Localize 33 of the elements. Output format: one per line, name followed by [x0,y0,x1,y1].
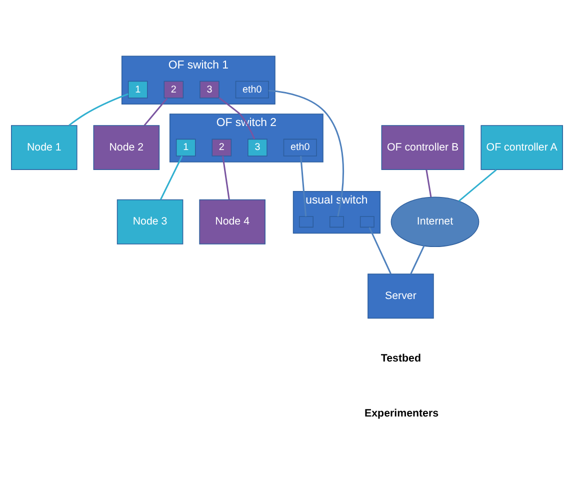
node-box: 2 [164,80,184,98]
node-box: OF controller B [381,125,464,170]
label: Testbed [380,352,421,364]
node-box: 1 [128,80,148,98]
node-box: Node 3 [116,199,184,244]
node-box: eth0 [235,80,269,98]
connector [410,246,425,274]
connector [300,156,307,216]
node-box: Node 4 [199,199,266,244]
connector [144,98,168,126]
connector [68,93,128,126]
connector [268,90,344,217]
node-box: eth0 [283,138,317,156]
node-box: Node 2 [93,125,160,170]
label: Experimenters [364,407,439,420]
node-box: 3 [200,80,220,98]
node-box: 1 [176,138,196,156]
node-box: 2 [212,138,232,156]
node-box: 3 [248,138,268,156]
connector [222,156,230,200]
cluster: usual switch [292,191,381,234]
connector [458,169,497,202]
connector [368,227,392,274]
node-ellipse: Internet [390,196,480,247]
connector [426,170,432,198]
connector [218,97,256,140]
node-box [329,216,344,228]
node-box: Server [368,274,434,319]
node-box [360,216,374,228]
node-box: Node 1 [11,125,78,170]
node-box: OF controller A [480,125,563,170]
node-box [299,216,314,228]
connector [160,156,183,200]
